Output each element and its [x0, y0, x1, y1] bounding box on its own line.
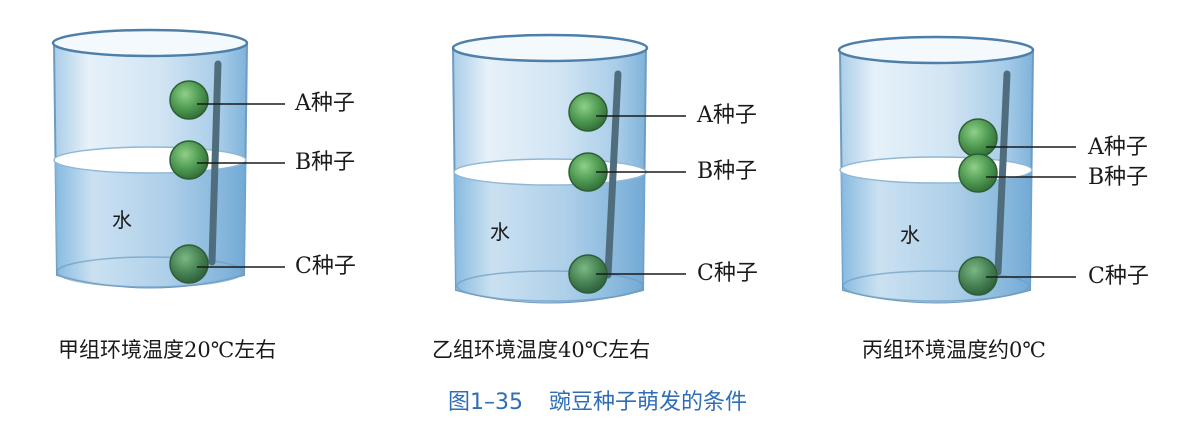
- seed-b: [169, 140, 209, 180]
- beaker-rim: [451, 33, 649, 63]
- label-seed-b: B种子: [295, 150, 356, 175]
- beaker-bing: [837, 35, 1076, 304]
- beaker-rim: [837, 35, 1035, 65]
- seed-c: [958, 256, 998, 296]
- caption-yi: 乙组环境温度40℃左右: [432, 338, 651, 362]
- beaker-rim: [51, 28, 249, 58]
- label-seed-c: C种子: [295, 254, 356, 279]
- caption-jia: 甲组环境温度20℃左右: [58, 338, 277, 362]
- label-seed-b: B种子: [1088, 165, 1149, 190]
- label-seed-c: C种子: [697, 261, 758, 286]
- seed-stick: [604, 70, 622, 279]
- water-label: 水: [900, 223, 920, 247]
- beaker-yi: [451, 33, 686, 304]
- label-seed-a: A种子: [697, 103, 757, 128]
- seed-a: [169, 80, 209, 120]
- label-seed-c: C种子: [1088, 264, 1149, 289]
- beaker-bottom: [56, 256, 244, 288]
- water-body: [454, 172, 645, 303]
- seed-c: [169, 244, 209, 284]
- seed-b: [958, 153, 998, 193]
- label-seed-a: A种子: [295, 91, 355, 116]
- beaker-bottom: [456, 270, 644, 302]
- beaker-jia: [51, 28, 285, 289]
- figure-caption: 图1–35 豌豆种子萌发的条件: [0, 392, 1195, 414]
- figure-number: 图1–35: [447, 390, 523, 415]
- seed-stick: [994, 70, 1011, 276]
- water-label: 水: [490, 220, 510, 244]
- label-seed-b: B种子: [697, 159, 758, 184]
- label-seed-a: A种子: [1088, 135, 1148, 160]
- beaker-bottom: [842, 270, 1030, 302]
- figure-title: 豌豆种子萌发的条件: [548, 390, 747, 415]
- water-label: 水: [112, 208, 132, 232]
- caption-bing: 丙组环境温度约0℃: [862, 338, 1046, 362]
- seed-a: [568, 92, 608, 132]
- seed-a: [958, 118, 998, 158]
